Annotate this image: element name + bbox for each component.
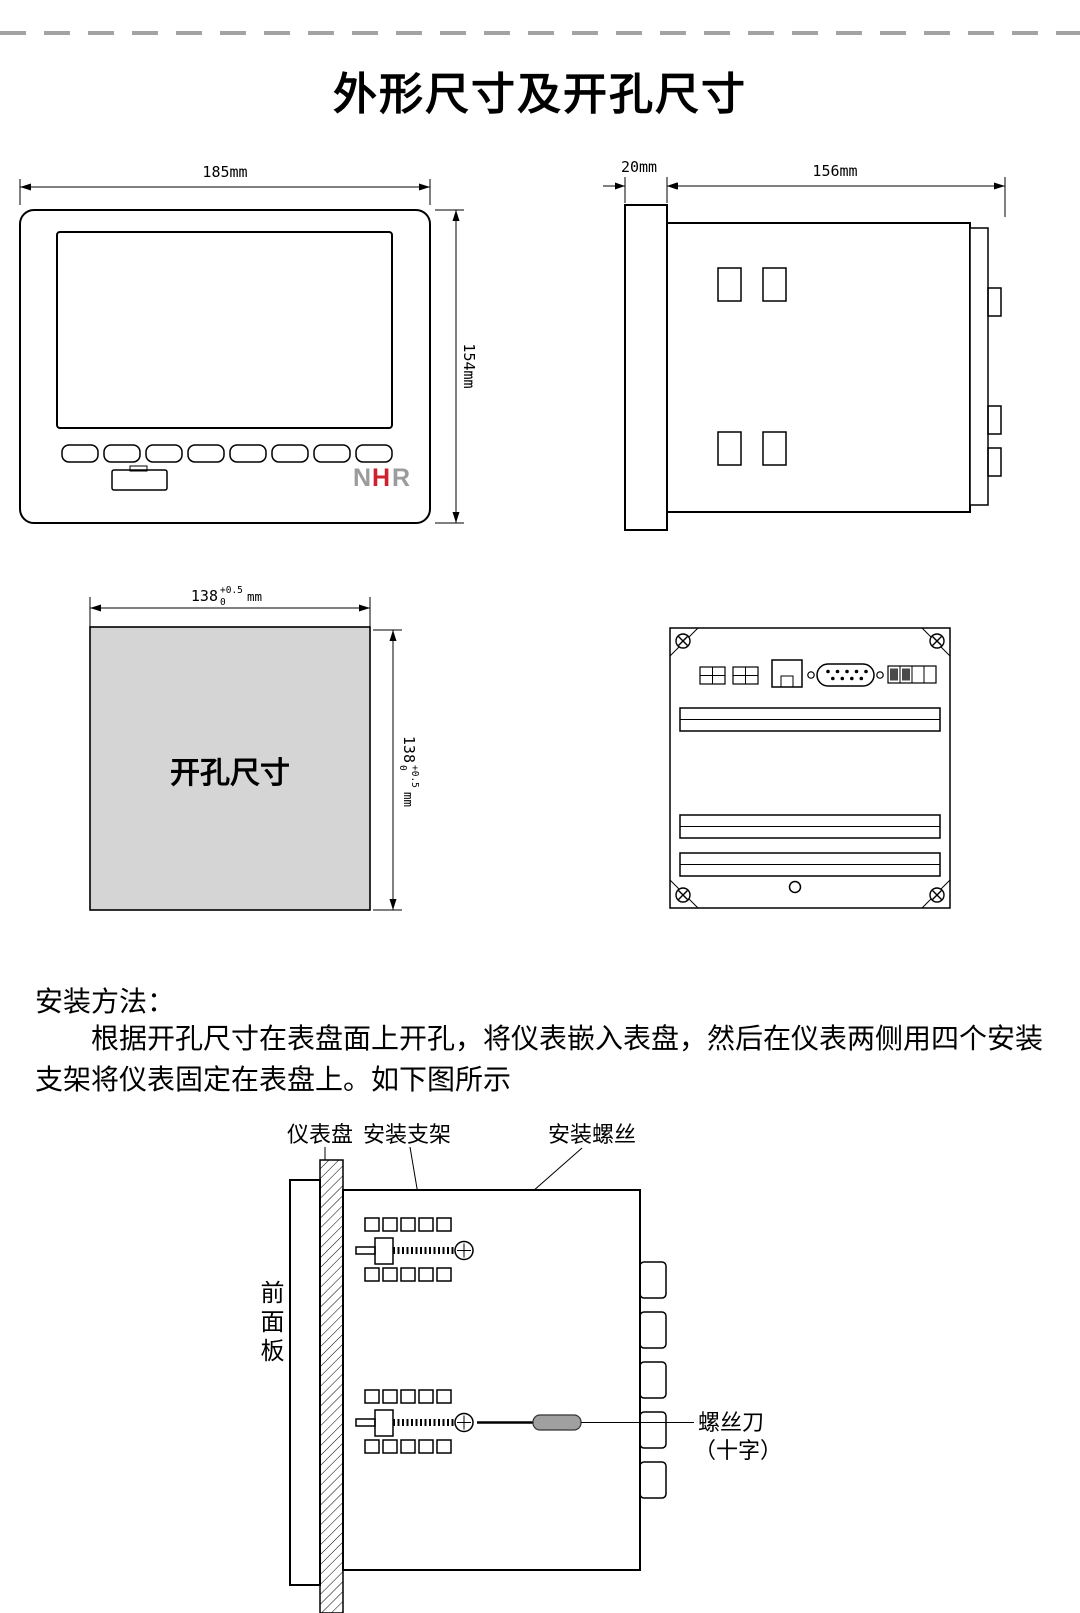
corner-screw: [929, 633, 945, 649]
front-button: [103, 444, 141, 463]
install-method-heading: 安装方法：: [35, 987, 176, 1018]
cutout-square: [89, 626, 371, 911]
install-method-paragraph: 根据开孔尺寸在表盘面上开孔，将仪表嵌入表盘，然后在仪表两侧用四个安装支架将仪表固…: [35, 1024, 1044, 1096]
cutout-width-dimension: 138 +0.5 0 mm: [89, 585, 371, 627]
logo-letter-r: R: [392, 464, 410, 492]
front-screen: [56, 231, 393, 429]
cutout-width-value: 138: [191, 587, 218, 605]
terminal-row: [679, 852, 941, 877]
front-width-dimension: 185mm: [19, 163, 431, 205]
side-depth-label: 20mm: [621, 158, 657, 176]
side-view-diagram: 20mm 156mm: [595, 155, 1025, 540]
front-button: [355, 444, 393, 463]
terminal-tab: [639, 1411, 667, 1449]
instrument-body: [342, 1189, 641, 1571]
panel-hatch-bar: [319, 1159, 344, 1613]
cutout-label: 开孔尺寸: [170, 757, 290, 790]
terminal-tab: [639, 1361, 667, 1399]
terminal-row: [679, 814, 941, 839]
rear-view-diagram: [645, 610, 975, 925]
mounting-slot: [717, 431, 742, 466]
side-case-body: [666, 222, 971, 513]
side-depth-dimension: 20mm: [603, 158, 689, 203]
side-mounting-slots: [717, 267, 787, 466]
terminal-clip: [987, 447, 1002, 477]
cutout-height-value: 138: [400, 736, 418, 763]
front-panel-plate: [289, 1179, 321, 1586]
comm-port-a: [699, 666, 726, 685]
corner-screw: [675, 887, 691, 903]
screwdriver: [477, 1414, 582, 1431]
logo-letter-n: N: [353, 464, 371, 492]
page-top-divider: [0, 31, 1080, 35]
logo-letter-h: H: [372, 464, 390, 492]
screwdriver-handle: [532, 1414, 582, 1431]
terminal-row: [679, 707, 941, 732]
rj45-port: [771, 659, 803, 688]
cutout-width-tol-up: +0.5: [220, 585, 243, 596]
terminal-clip: [987, 405, 1002, 435]
side-terminal-clips: [987, 287, 1002, 477]
mounting-slot: [762, 431, 787, 466]
label-screwdriver: 螺丝刀: [698, 1410, 764, 1435]
mounting-bracket-assembly: [355, 1217, 474, 1282]
cutout-height-tol-up: +0.5: [409, 765, 420, 788]
terminal-clip: [987, 287, 1002, 317]
terminal-tab: [639, 1261, 667, 1299]
cutout-width-unit: mm: [247, 589, 262, 604]
front-width-label: 185mm: [202, 163, 247, 181]
rear-hole: [788, 880, 802, 894]
bracket-screw: [355, 1240, 474, 1261]
front-button: [61, 444, 99, 463]
terminal-tab: [639, 1461, 667, 1499]
db9-port: [807, 663, 884, 687]
front-button: [271, 444, 309, 463]
label-front-panel: 前面板: [256, 1280, 282, 1367]
corner-screw: [675, 633, 691, 649]
cutout-height-unit: mm: [401, 792, 416, 807]
terminal-tab: [639, 1311, 667, 1349]
cutout-width-tol-dn: 0: [220, 597, 226, 608]
terminal-tabs: [639, 1261, 667, 1499]
nhr-logo: N H R: [353, 464, 410, 492]
side-bezel: [624, 204, 668, 531]
corner-screw: [929, 887, 945, 903]
side-length-label: 156mm: [812, 162, 857, 180]
side-terminal-strip: [969, 227, 989, 506]
label-mounting-screw: 安装螺丝: [548, 1122, 636, 1147]
bracket-screw: [355, 1412, 474, 1433]
front-view-diagram: 185mm 154mm: [15, 155, 485, 540]
front-button-row: [61, 444, 393, 463]
label-instrument-panel: 仪表盘: [287, 1122, 353, 1147]
cutout-height-tol-dn: 0: [397, 765, 408, 771]
cutout-diagram: 138 +0.5 0 mm 138 +0.5 0 mm: [55, 575, 485, 940]
front-cover-slot: [111, 465, 168, 491]
front-height-label: 154mm: [460, 343, 478, 388]
front-button: [145, 444, 183, 463]
front-button: [313, 444, 351, 463]
rear-corner-screws: [675, 633, 945, 903]
mounting-bracket-assembly: [355, 1389, 474, 1454]
aux-terminal: [887, 665, 937, 684]
mounting-slot: [717, 267, 742, 302]
label-screwdriver-type: （十字）: [694, 1438, 782, 1463]
page-title: 外形尺寸及开孔尺寸: [333, 70, 747, 119]
rear-connector-row: [699, 659, 937, 688]
install-diagram: 仪表盘 安装支架 安装螺丝: [230, 1120, 870, 1613]
comm-port-b: [732, 666, 759, 685]
side-length-dimension: 156mm: [667, 162, 1006, 217]
front-button: [187, 444, 225, 463]
label-mounting-bracket: 安装支架: [363, 1122, 451, 1147]
cutout-height-dimension: 138 +0.5 0 mm: [373, 629, 420, 911]
front-height-dimension: 154mm: [435, 209, 478, 524]
mounting-slot: [762, 267, 787, 302]
front-button: [229, 444, 267, 463]
